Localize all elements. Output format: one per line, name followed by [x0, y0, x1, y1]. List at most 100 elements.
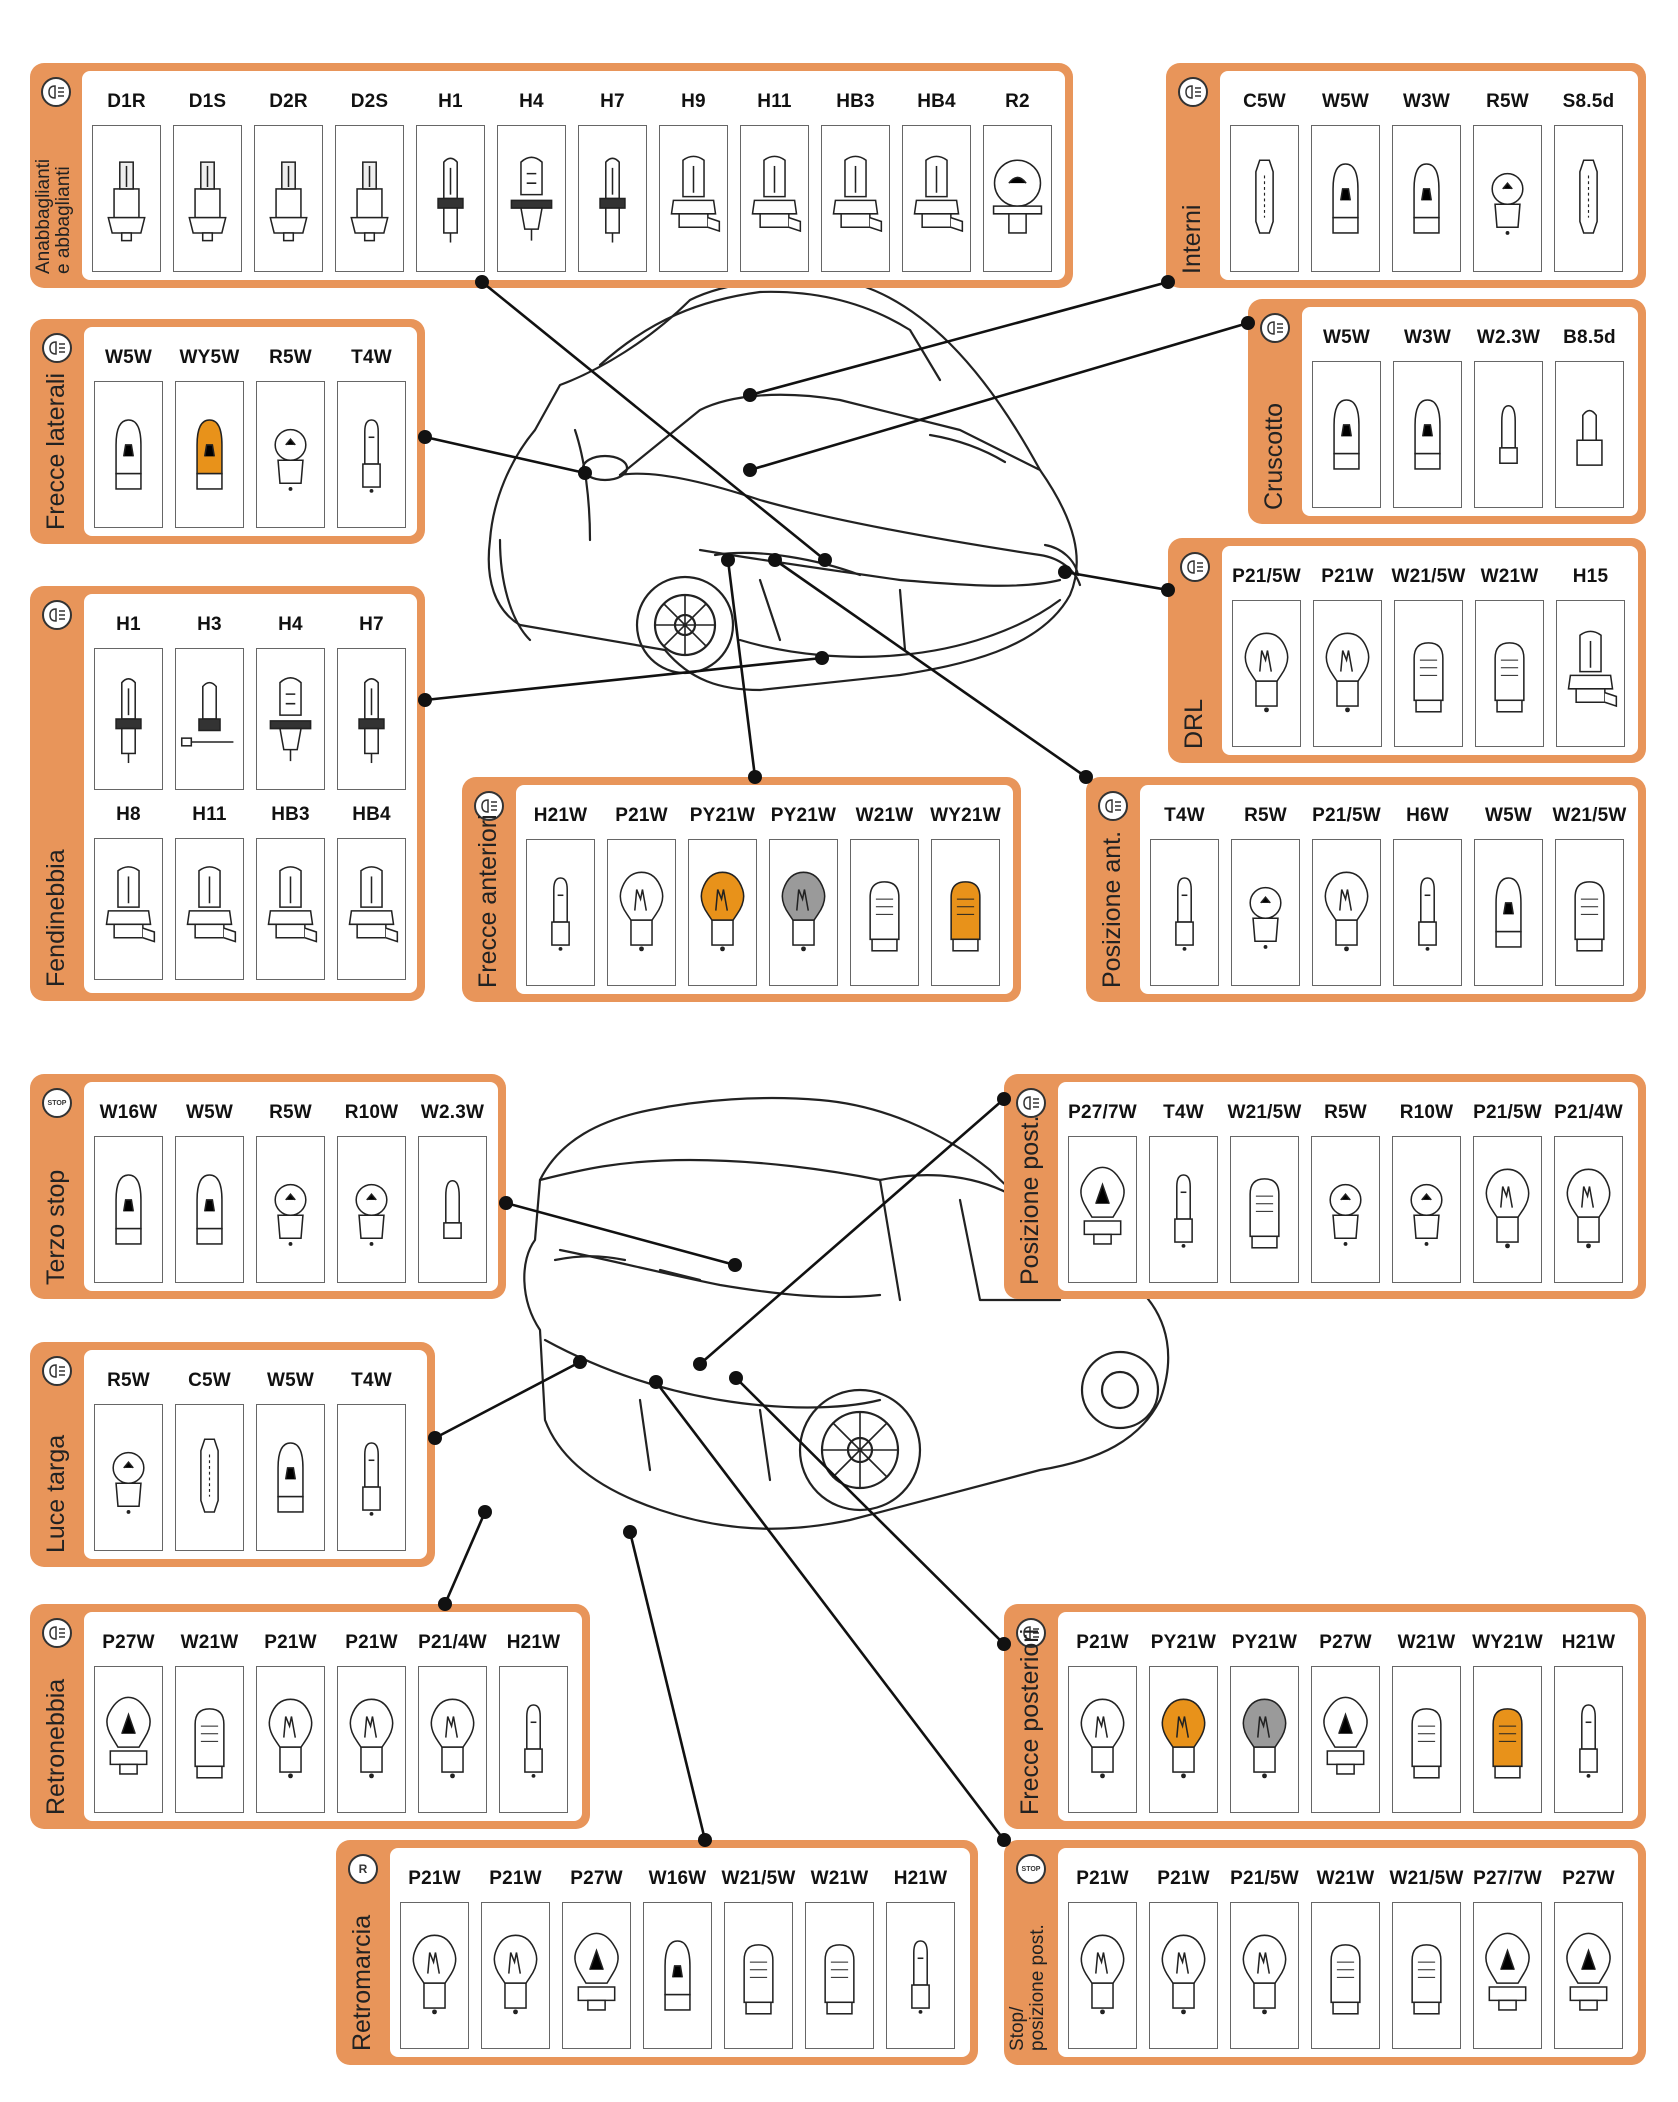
- bulb-image-p27w: [1311, 1666, 1380, 1813]
- bulb-image-p21-4w: [418, 1666, 487, 1813]
- panel-body: [516, 785, 1013, 994]
- turn-signal-icon: [42, 333, 72, 363]
- bulb-image-w3w: [1393, 361, 1462, 508]
- bulb-name: D1R: [107, 91, 146, 112]
- bulb-image-w21-5w: [1230, 1136, 1299, 1283]
- bulb-image-wy21w: [1473, 1666, 1542, 1813]
- bulb-name: D2S: [350, 91, 389, 112]
- icon-text: STOP: [47, 1099, 67, 1107]
- bulb-name: R5W: [1486, 91, 1529, 112]
- group-title: Luce targa: [42, 1434, 70, 1553]
- panel-posizione-ant: Posizione ant.T4W R5W P21/5W H6W: [1086, 777, 1646, 1002]
- reverse-light-icon: R: [348, 1854, 378, 1884]
- bulb-image-r5w: [1311, 1136, 1380, 1283]
- bulb-image-d1r: [92, 125, 161, 272]
- bulb-image-p21w: [481, 1902, 550, 2049]
- bulb-image-h21w: [526, 839, 595, 986]
- bulb-image-r2: [983, 125, 1052, 272]
- icon-text: STOP: [1021, 1865, 1041, 1873]
- panel-posizione-post: Posizione post.P27/7W T4W W21/5W R5W R1: [1004, 1074, 1646, 1299]
- bulb-name: PY21W: [770, 805, 837, 826]
- bulb-image-h21w: [499, 1666, 568, 1813]
- bulb-name: W21W: [1316, 1868, 1375, 1889]
- bulb-name: P21W: [489, 1868, 542, 1889]
- bulb-name: T4W: [351, 1370, 392, 1391]
- bulb-image-py21w: [688, 839, 757, 986]
- bulb-name: WY21W: [1472, 1632, 1543, 1653]
- bulb-image-r5w: [1231, 839, 1300, 986]
- bulb-image-h7: [337, 648, 406, 790]
- bulb-name: P21W: [345, 1632, 398, 1653]
- bulb-name: H4: [278, 614, 303, 635]
- bulb-name: D2R: [269, 91, 308, 112]
- bulb-image-r5w: [256, 381, 325, 528]
- bulb-image-h21w: [1554, 1666, 1623, 1813]
- group-title: Retromarcia: [348, 1914, 376, 2051]
- bulb-image-t4w: [1149, 1136, 1218, 1283]
- group-title: Terzo stop: [42, 1169, 70, 1285]
- group-title: Posizione ant.: [1098, 830, 1126, 988]
- bulb-name: P21/4W: [418, 1632, 487, 1653]
- bulb-image-p27w: [562, 1902, 631, 2049]
- bulb-name: H21W: [1561, 1632, 1616, 1653]
- plate-light-icon: [42, 1356, 72, 1386]
- bulb-name: P21/5W: [1230, 1868, 1299, 1889]
- bulb-name: R10W: [344, 1102, 399, 1123]
- bulb-name: R5W: [269, 1102, 312, 1123]
- bulb-name: HB4: [917, 91, 956, 112]
- bulb-image-d2r: [254, 125, 323, 272]
- bulb-image-h15: [1556, 600, 1625, 747]
- bulb-name: W5W: [185, 1102, 234, 1123]
- bulb-name: P21W: [408, 1868, 461, 1889]
- bulb-image-w16w: [94, 1136, 163, 1283]
- position-light-icon: [1016, 1088, 1046, 1118]
- bulb-name: H7: [359, 614, 384, 635]
- bulb-name: W2.3W: [420, 1102, 485, 1123]
- bulb-image-hb3: [821, 125, 890, 272]
- bulb-image-r10w: [1392, 1136, 1461, 1283]
- bulb-image-p27w: [94, 1666, 163, 1813]
- bulb-image-w16w: [643, 1902, 712, 2049]
- bulb-image-w5w: [94, 381, 163, 528]
- bulb-image-w21w: [1311, 1902, 1380, 2049]
- group-title: Frecce laterali: [42, 373, 70, 530]
- bulb-name: H21W: [893, 1868, 948, 1889]
- bulb-name: H6W: [1406, 805, 1449, 826]
- bulb-name: W5W: [104, 347, 153, 368]
- bulb-image-w21w: [1392, 1666, 1461, 1813]
- bulb-image-w21-5w: [1394, 600, 1463, 747]
- bulb-image-w21w: [175, 1666, 244, 1813]
- bulb-image-h1: [94, 648, 163, 790]
- bulb-image-w5w: [1474, 839, 1543, 986]
- bulb-name: P21/5W: [1232, 566, 1301, 587]
- bulb-image-h8: [94, 838, 163, 980]
- turn-signal-icon: [474, 791, 504, 821]
- bulb-name: C5W: [188, 1370, 231, 1391]
- bulb-name: W3W: [1402, 91, 1451, 112]
- bulb-name: W21/5W: [1552, 805, 1627, 826]
- bulb-image-h7: [578, 125, 647, 272]
- bulb-name: R5W: [269, 347, 312, 368]
- bulb-name: W21W: [1480, 566, 1539, 587]
- panel-body: [82, 71, 1065, 280]
- bulb-image-hb4: [902, 125, 971, 272]
- bulb-name: P21W: [1321, 566, 1374, 587]
- bulb-name: H21W: [506, 1632, 561, 1653]
- bulb-image-w2-3w: [1474, 361, 1543, 508]
- stop-position-icon: STOP: [1016, 1854, 1046, 1884]
- bulb-image-p21w: [400, 1902, 469, 2049]
- group-title: Fendinebbia: [42, 849, 70, 987]
- bulb-name: H15: [1572, 566, 1609, 587]
- bulb-name: P27W: [102, 1632, 155, 1653]
- bulb-name: P27/7W: [1068, 1102, 1137, 1123]
- bulb-image-wy5w: [175, 381, 244, 528]
- bulb-name: HB3: [836, 91, 875, 112]
- bulb-name: W5W: [266, 1370, 315, 1391]
- bulb-name: WY21W: [930, 805, 1001, 826]
- bulb-image-r5w: [256, 1136, 325, 1283]
